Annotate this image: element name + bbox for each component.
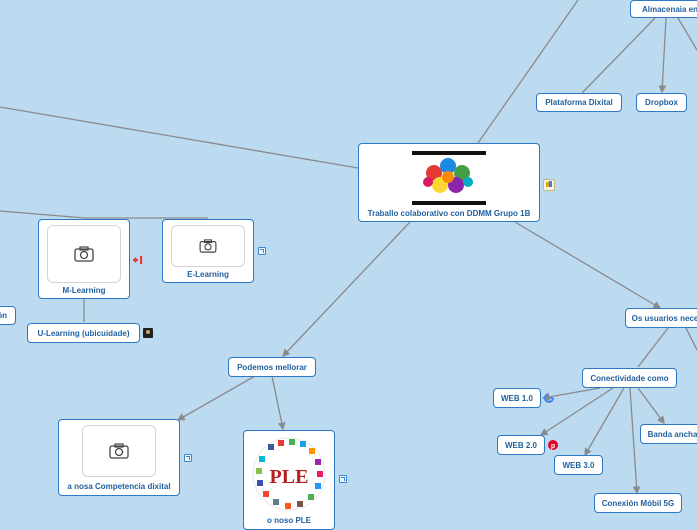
image-placeholder bbox=[47, 225, 121, 283]
node-left-partial-label: ón bbox=[0, 311, 7, 320]
node-banda-ancha[interactable]: Banda ancha bbox=[640, 424, 697, 444]
link-almacenaia-plataforma bbox=[581, 17, 656, 94]
link-conectividade-banda bbox=[637, 387, 665, 425]
node-u-learning-label: U-Learning (ubicuidade) bbox=[37, 328, 130, 338]
node-m-learning[interactable]: M-Learning bbox=[38, 219, 130, 299]
node-web-3-label: WEB 3.0 bbox=[562, 460, 595, 470]
ple-letters: PLE bbox=[270, 466, 309, 488]
node-competencia-dixital[interactable]: a nosa Competencia dixital bbox=[58, 419, 180, 496]
node-web-2[interactable]: WEB 2.0 bbox=[497, 435, 545, 455]
camera-icon bbox=[199, 239, 217, 253]
link-podemos-competencia bbox=[176, 375, 256, 421]
link-left-branch bbox=[0, 210, 86, 219]
link-conectividade-web2 bbox=[539, 387, 614, 436]
node-conexion-5g-label: Conexión Móbil 5G bbox=[601, 498, 675, 508]
central-node[interactable]: Traballo colaborativo con DDMM Grupo 1B bbox=[358, 143, 540, 222]
link-central-podemos bbox=[282, 221, 411, 357]
node-left-partial[interactable]: ón bbox=[0, 306, 16, 325]
image-placeholder bbox=[82, 425, 156, 477]
node-m-learning-label: M-Learning bbox=[62, 286, 106, 295]
camera-icon bbox=[109, 443, 129, 459]
node-usuarios-label: Os usuarios nece bbox=[631, 313, 697, 323]
node-almacenaia[interactable]: Almacenaia en bbox=[630, 0, 697, 18]
node-plataforma-label: Plataforma Dixital bbox=[545, 98, 613, 107]
link-central-left bbox=[0, 106, 359, 169]
link-conectividade-5g bbox=[629, 387, 641, 495]
node-web-3[interactable]: WEB 3.0 bbox=[554, 455, 603, 475]
svg-text:p: p bbox=[551, 443, 555, 450]
link-conectividade-web3 bbox=[584, 387, 625, 457]
node-e-learning[interactable]: E-Learning bbox=[162, 219, 254, 283]
camera-icon bbox=[74, 246, 94, 262]
node-dropbox[interactable]: Dropbox bbox=[636, 93, 687, 112]
node-conectividade[interactable]: Conectividade como bbox=[582, 368, 677, 388]
central-node-label: Traballo colaborativo con DDMM Grupo 1B bbox=[367, 209, 531, 218]
node-podemos-label: Podemos mellorar bbox=[237, 362, 307, 372]
link-podemos-ple bbox=[271, 375, 286, 431]
image-placeholder bbox=[171, 225, 245, 267]
ple-diagram-image: PLE bbox=[252, 437, 326, 511]
node-competencia-label: a nosa Competencia dixital bbox=[67, 482, 171, 491]
node-conectividade-label: Conectividade como bbox=[590, 373, 669, 383]
plus-sign-icon bbox=[133, 256, 143, 264]
link-central-usuarios bbox=[514, 221, 662, 309]
external-link-icon[interactable] bbox=[258, 247, 266, 255]
node-web-2-label: WEB 2.0 bbox=[504, 440, 537, 450]
google-icon bbox=[544, 393, 554, 403]
link-conectividade-web1 bbox=[541, 387, 601, 401]
node-plataforma-dixital[interactable]: Plataforma Dixital bbox=[536, 93, 622, 112]
node-conexion-5g[interactable]: Conexión Móbil 5G bbox=[594, 493, 682, 513]
node-usuarios[interactable]: Os usuarios nece bbox=[625, 308, 697, 328]
link-usuarios-conectividade bbox=[637, 327, 669, 368]
pinterest-icon: p bbox=[548, 440, 558, 450]
node-banda-label: Banda ancha bbox=[647, 429, 697, 439]
node-e-learning-label: E-Learning bbox=[187, 270, 229, 279]
node-u-learning[interactable]: U-Learning (ubicuidade) bbox=[27, 323, 140, 343]
node-dropbox-label: Dropbox bbox=[645, 98, 678, 107]
link-almacenaia-right bbox=[677, 17, 697, 51]
node-web-1[interactable]: WEB 1.0 bbox=[493, 388, 541, 408]
teamwork-puzzle-image bbox=[412, 151, 486, 205]
node-podemos-mellorar[interactable]: Podemos mellorar bbox=[228, 357, 316, 377]
people-icon bbox=[543, 179, 555, 191]
profile-photo-icon bbox=[143, 328, 153, 338]
link-usuarios-right bbox=[685, 327, 697, 351]
external-link-icon[interactable] bbox=[339, 475, 347, 483]
link-almacenaia-dropbox bbox=[658, 17, 667, 94]
link-central-top bbox=[477, 0, 579, 144]
node-ple-label: o noso PLE bbox=[267, 516, 311, 525]
node-web-1-label: WEB 1.0 bbox=[500, 393, 533, 403]
node-almacenaia-label: Almacenaia en bbox=[641, 4, 697, 14]
node-ple[interactable]: PLE o noso PLE bbox=[243, 430, 335, 530]
external-link-icon[interactable] bbox=[184, 454, 192, 462]
